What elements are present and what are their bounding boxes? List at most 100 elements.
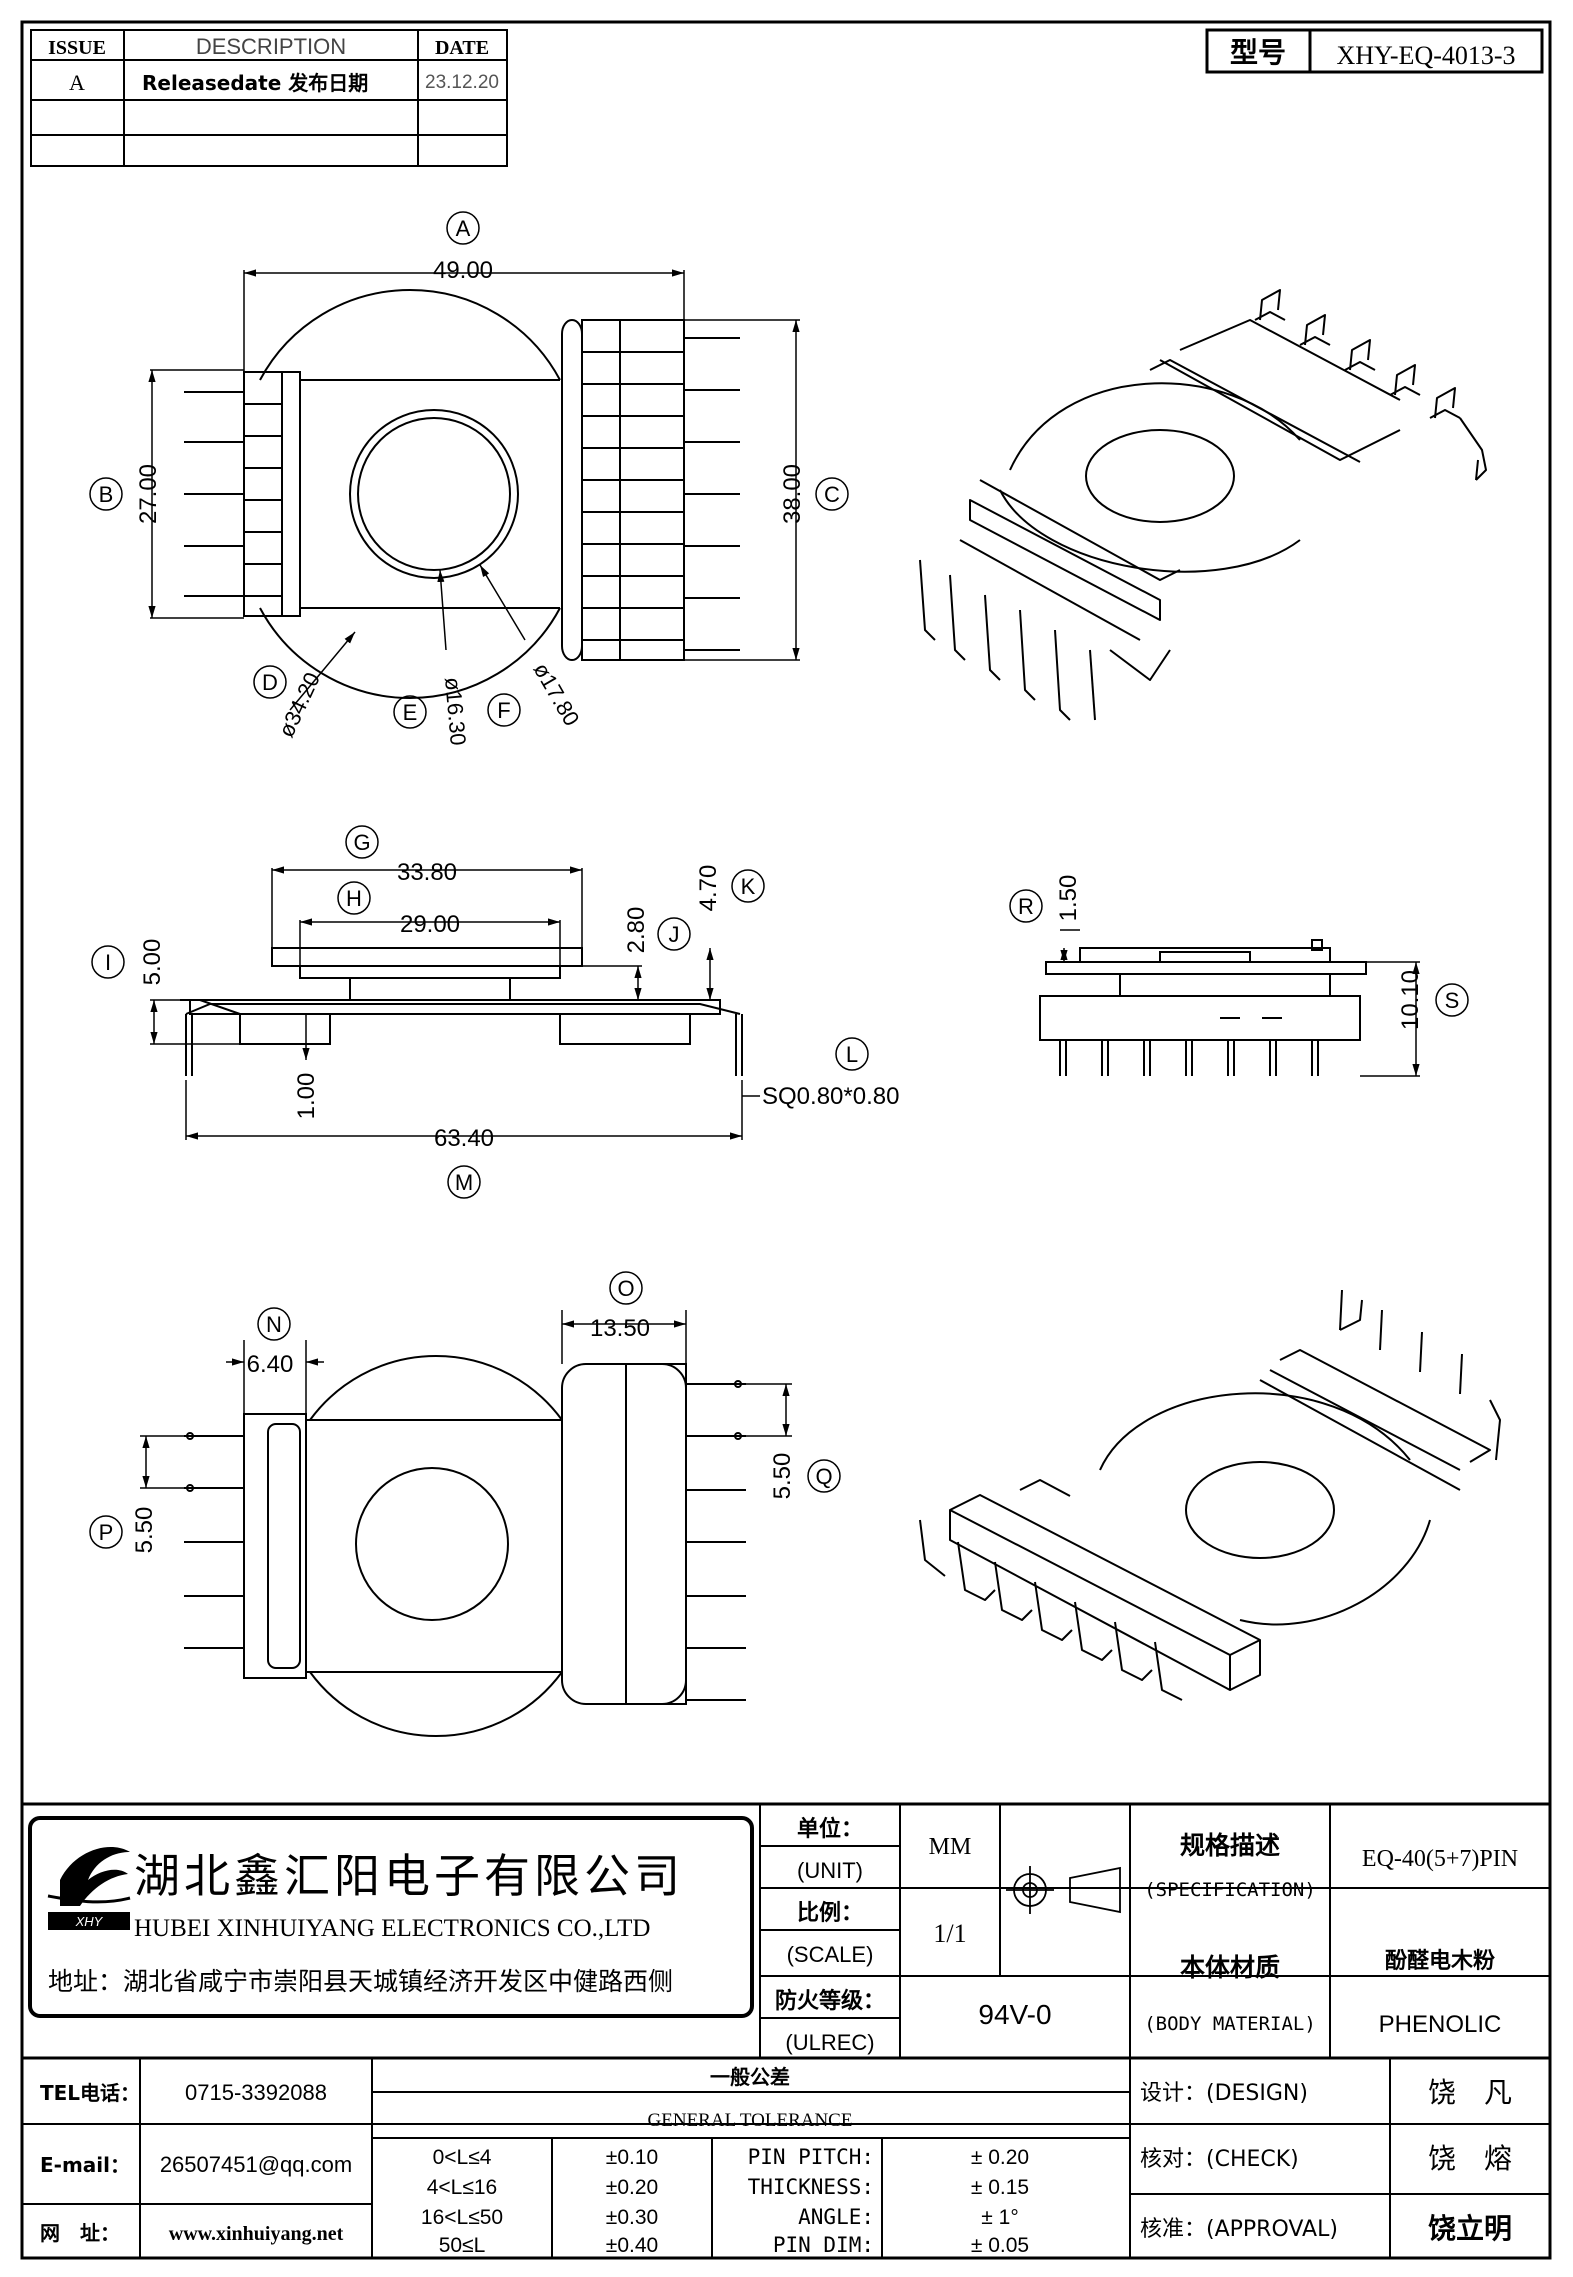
tol-value-2: ±0.20 bbox=[606, 2176, 658, 2199]
dim-C-tag: C bbox=[824, 482, 840, 507]
dim-J-value: 2.80 bbox=[623, 907, 650, 954]
bottom-view bbox=[184, 1355, 746, 1737]
revision-table bbox=[30, 29, 508, 167]
dim-O-tag: O bbox=[617, 1276, 634, 1301]
tol-range-2: 4<L≤16 bbox=[427, 2176, 498, 2199]
dim-N-tag: N bbox=[266, 1312, 282, 1337]
tol-param-4: PIN DIM: bbox=[773, 2233, 874, 2257]
dim-O-tag-circle bbox=[609, 1271, 643, 1305]
dim-A-tag-circle bbox=[446, 211, 480, 245]
tol-param-3: ANGLE: bbox=[798, 2205, 874, 2229]
row1-description: Releasedate 发布日期 bbox=[142, 71, 368, 95]
tolerance-title-cn: 一般公差 bbox=[710, 2065, 790, 2089]
dim-R-tag-circle bbox=[1009, 889, 1043, 923]
tol-value-4: ±0.40 bbox=[606, 2234, 658, 2257]
spec-label-en: (SPECIFICATION) bbox=[1144, 1879, 1316, 1901]
title-block-frame bbox=[22, 1802, 1550, 2258]
dim-L-value: SQ0.80*0.80 bbox=[762, 1083, 899, 1110]
design-label: 设计：(DESIGN) bbox=[1140, 2081, 1308, 2106]
dim-K-value: 4.70 bbox=[695, 865, 722, 912]
dim-G-tag-circle bbox=[345, 825, 379, 859]
top-view-dims bbox=[148, 269, 800, 711]
issue-header: ISSUE bbox=[48, 37, 106, 59]
dim-E-tag: E bbox=[403, 700, 418, 725]
side-view bbox=[1039, 939, 1367, 1076]
material-label-en: (BODY MATERIAL) bbox=[1144, 2013, 1316, 2035]
tol-pvalue-1: ± 0.20 bbox=[971, 2146, 1029, 2169]
company-name-cn: 湖北鑫汇阳电子有限公司 bbox=[134, 1851, 684, 1902]
material-label-cn: 本体材质 bbox=[1180, 1953, 1280, 1982]
dim-F-tag: F bbox=[497, 698, 510, 723]
dim-B-tag: B bbox=[99, 482, 114, 507]
design-name: 饶 凡 bbox=[1428, 2076, 1512, 2109]
dim-Q-value: 5.50 bbox=[769, 1453, 796, 1500]
dim-H-value: 29.00 bbox=[400, 911, 460, 938]
row1-date: 23.12.20 bbox=[425, 72, 499, 93]
unit-value: MM bbox=[929, 1834, 972, 1860]
email-label: E-mail： bbox=[40, 2153, 130, 2177]
dim-I-value: 5.00 bbox=[139, 939, 166, 986]
web-value: www.xinhuiyang.net bbox=[169, 2223, 344, 2245]
company-address: 地址：湖北省咸宁市崇阳县天城镇经济开发区中健路西侧 bbox=[48, 1967, 673, 1996]
model-value: XHY-EQ-4013-3 bbox=[1336, 41, 1515, 70]
dim-N-tag-circle bbox=[257, 1307, 291, 1341]
front-view bbox=[180, 947, 743, 1076]
dim-P-value: 5.50 bbox=[131, 1507, 158, 1554]
dim-S-tag-circle bbox=[1435, 983, 1469, 1017]
email-value: 26507451@qq.com bbox=[160, 2152, 352, 2177]
dim-D-tag-circle bbox=[253, 665, 287, 699]
dim-extra-value: 1.00 bbox=[293, 1073, 320, 1120]
tol-param-1: PIN PITCH: bbox=[748, 2145, 874, 2169]
dim-A-tag: A bbox=[456, 216, 471, 241]
date-header: DATE bbox=[435, 37, 489, 59]
company-logo: XHY bbox=[47, 1847, 131, 1930]
dim-N-value: 6.40 bbox=[247, 1351, 294, 1378]
dim-P-tag-circle bbox=[89, 1515, 123, 1549]
dim-C-value: 38.00 bbox=[779, 464, 806, 524]
web-label: 网 址： bbox=[40, 2221, 120, 2245]
dim-E-value: ø16.30 bbox=[440, 676, 471, 746]
spec-label-cn: 规格描述 bbox=[1180, 1831, 1280, 1860]
dim-M-tag: M bbox=[455, 1170, 473, 1195]
dim-L-tag: L bbox=[846, 1042, 858, 1067]
dim-S-tag: S bbox=[1445, 988, 1460, 1013]
dim-L-tag-circle bbox=[835, 1037, 869, 1071]
check-name: 饶 熔 bbox=[1428, 2142, 1512, 2175]
approval-label: 核准：(APPROVAL) bbox=[1140, 2217, 1338, 2242]
dim-A-value: 49.00 bbox=[433, 257, 493, 284]
row1-issue: A bbox=[69, 70, 85, 95]
dim-I-tag: I bbox=[105, 950, 111, 975]
dim-G-value: 33.80 bbox=[397, 859, 457, 886]
company-name-en: HUBEI XINHUIYANG ELECTRONICS CO.,LTD bbox=[134, 1915, 650, 1942]
fire-label-en: (ULREC) bbox=[785, 2030, 874, 2055]
bottom-view-dims bbox=[140, 1310, 792, 1489]
projection-symbol-icon bbox=[1006, 1866, 1121, 1914]
dim-I-tag-circle bbox=[91, 945, 125, 979]
iso-view-bottom bbox=[919, 1289, 1501, 1701]
description-header: DESCRIPTION bbox=[196, 34, 346, 59]
tol-pvalue-3: ± 1° bbox=[981, 2206, 1018, 2229]
svg-text:XHY: XHY bbox=[75, 1914, 104, 1929]
dim-P-tag: P bbox=[99, 1520, 114, 1545]
unit-label-en: (UNIT) bbox=[797, 1858, 863, 1883]
dim-H-tag-circle bbox=[337, 881, 371, 915]
dim-R-tag: R bbox=[1018, 894, 1034, 919]
unit-label-cn: 单位： bbox=[797, 1816, 863, 1842]
tol-param-2: THICKNESS: bbox=[748, 2175, 874, 2199]
tol-range-3: 16<L≤50 bbox=[421, 2206, 503, 2229]
dim-D-value: ø34.20 bbox=[273, 669, 325, 742]
check-label: 核对：(CHECK) bbox=[1140, 2147, 1299, 2172]
front-view-dims bbox=[150, 866, 760, 1140]
tol-range-1: 0<L≤4 bbox=[433, 2146, 492, 2169]
tolerance-rows: 0<L≤4 ±0.10 PIN PITCH: ± 0.20 4<L≤16 ±0.… bbox=[421, 2145, 1029, 2257]
fire-value: 94V-0 bbox=[978, 1999, 1051, 2030]
dim-H-tag: H bbox=[346, 886, 362, 911]
model-label: 型号 bbox=[1230, 36, 1286, 69]
spec-value: EQ-40(5+7)PIN bbox=[1362, 1846, 1518, 1872]
side-view-dims bbox=[1060, 929, 1420, 1077]
iso-view-top bbox=[919, 289, 1487, 721]
dim-M-tag-circle bbox=[447, 1165, 481, 1199]
dim-J-tag: J bbox=[669, 922, 680, 947]
fire-label-cn: 防火等级： bbox=[775, 1988, 885, 2014]
dim-F-value: ø17.80 bbox=[529, 658, 585, 730]
